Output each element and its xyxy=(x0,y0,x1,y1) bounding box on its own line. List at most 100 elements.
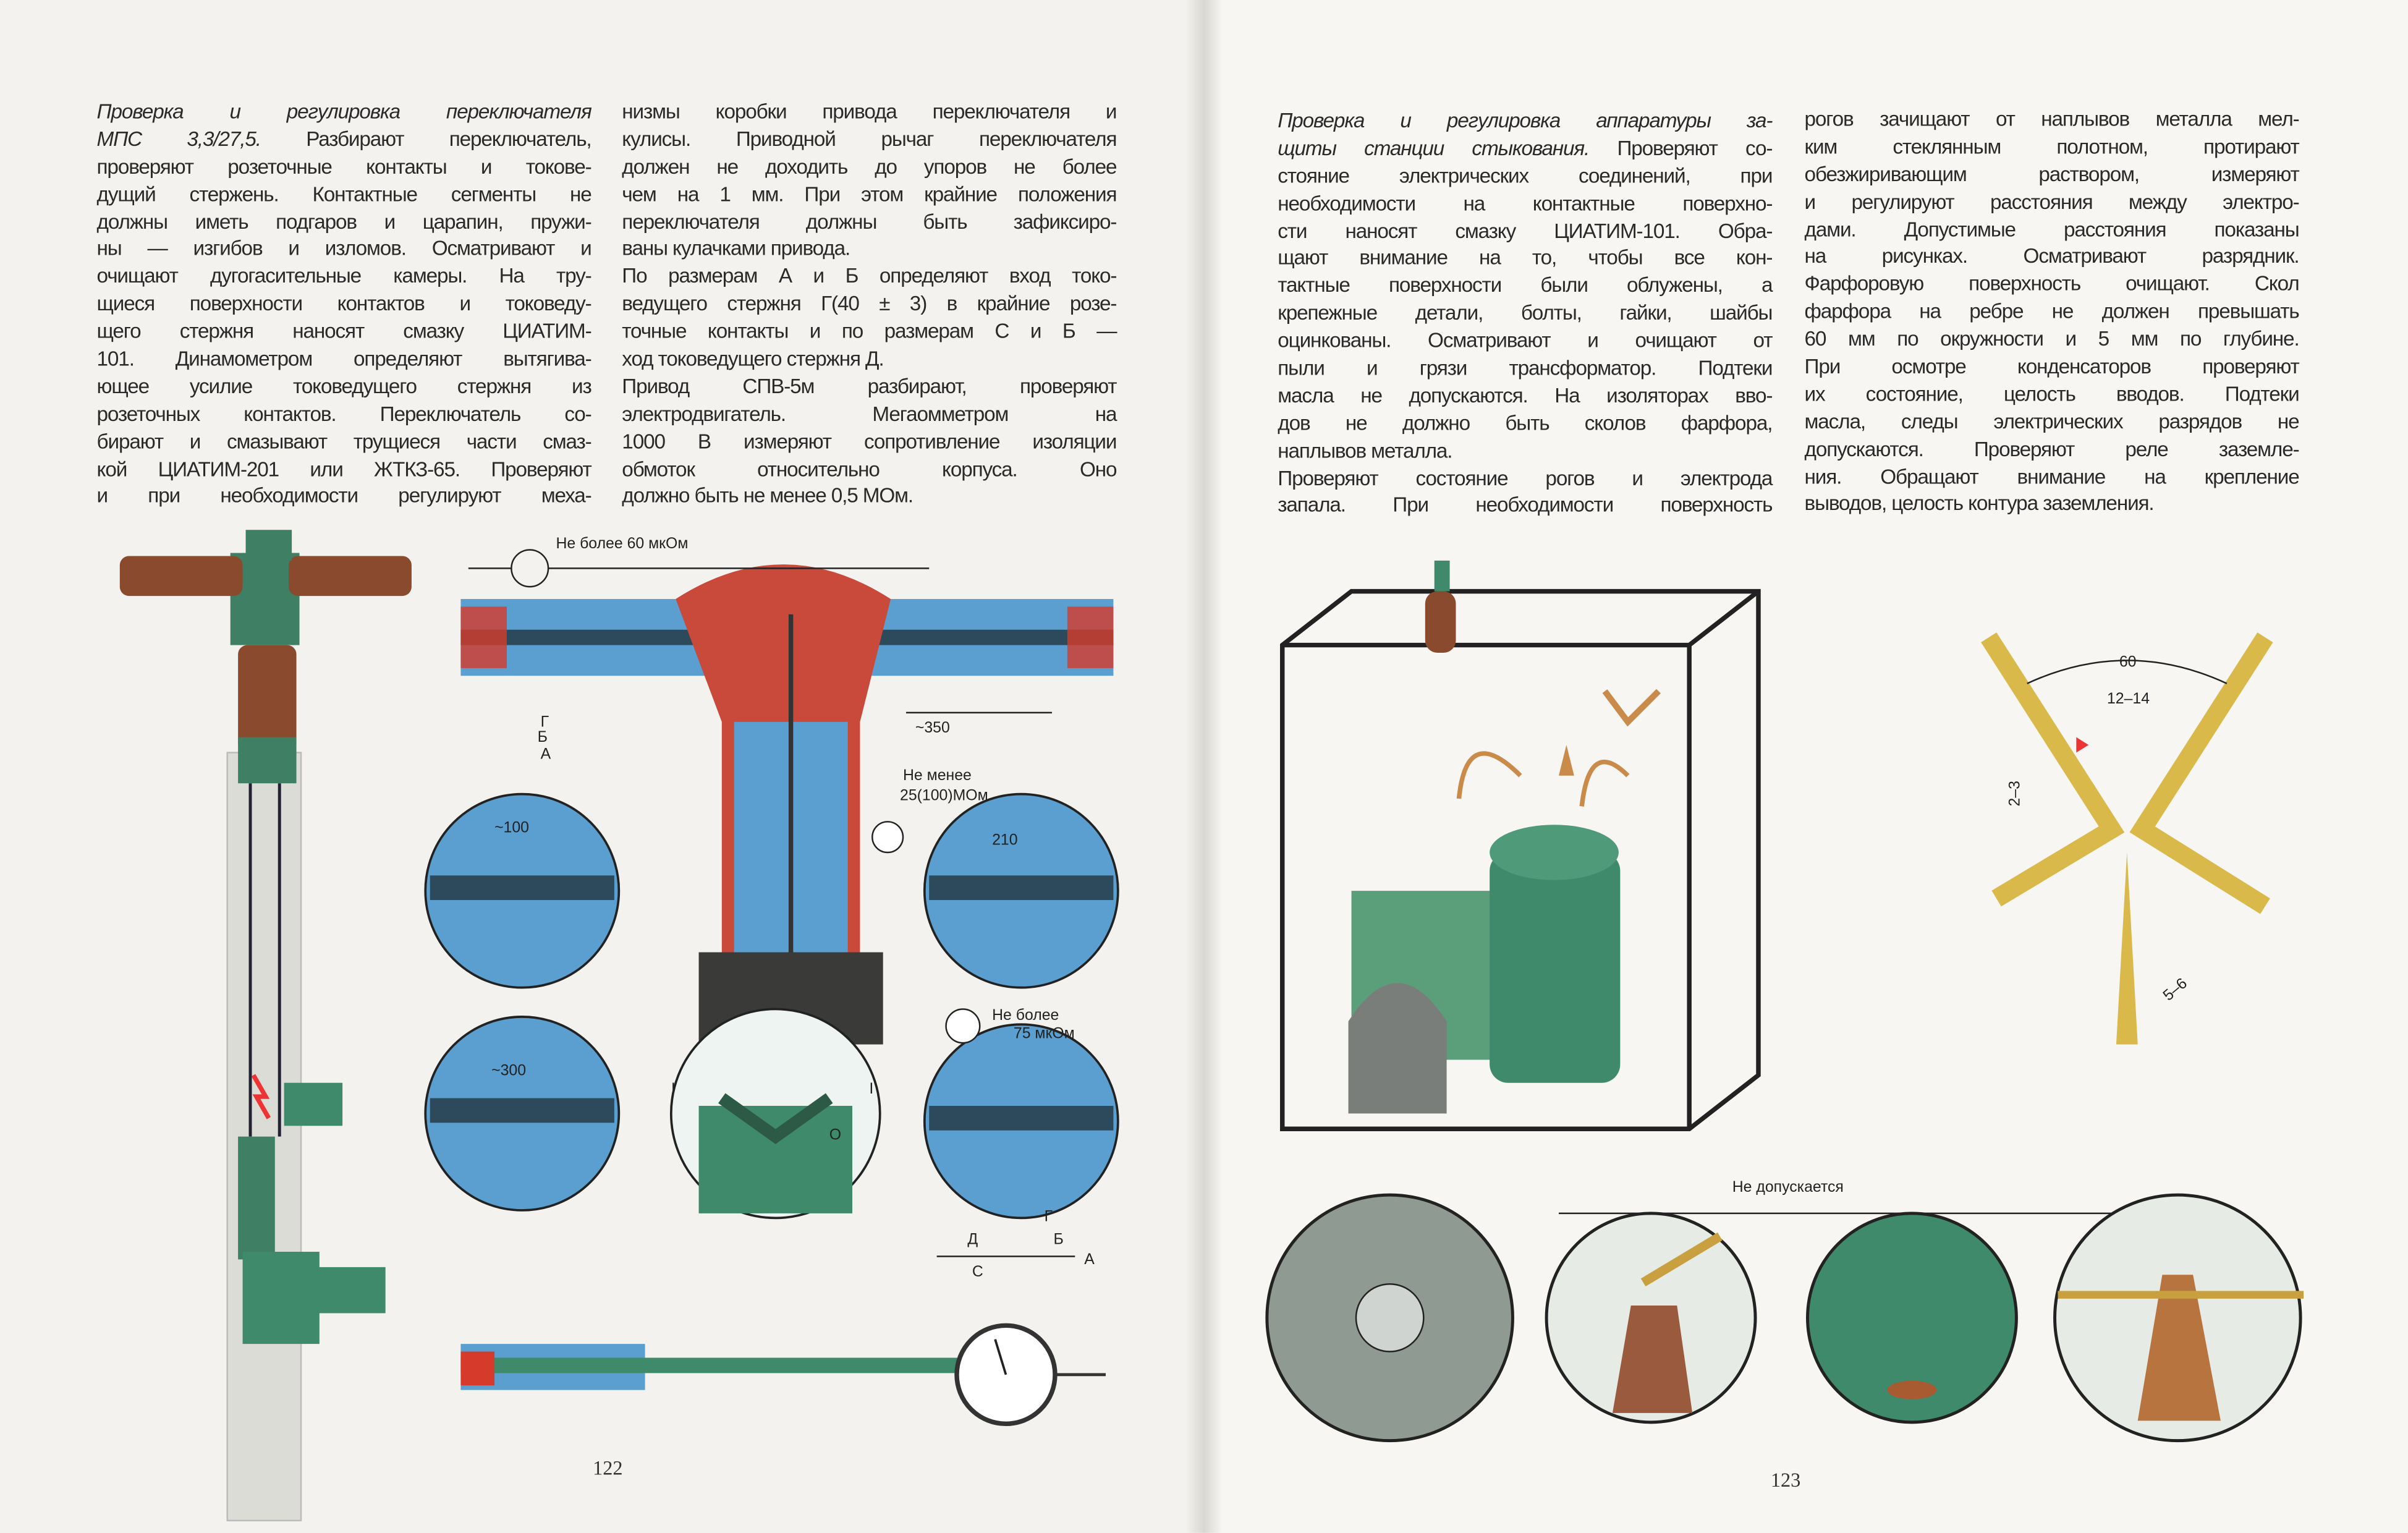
body-text: 1000 В измеряют сопротивление изоляции xyxy=(622,429,1117,453)
text-line: ния. Обращают внимание на крепление xyxy=(1804,463,2300,490)
body-text: должен не доходить до упоров не более xyxy=(622,155,1117,178)
text-line: ющее усилие токоведущего стержня из xyxy=(97,373,592,401)
text-line: на рисунках. Осматривают разрядник. xyxy=(1805,244,2300,271)
body-text: дами. Допустимые расстояния показаны xyxy=(1804,217,2300,241)
body-text: Привод СПВ-5м разбирают, проверяют xyxy=(622,375,1117,398)
dimension-100: ~100 xyxy=(494,820,529,836)
text-line: При осмотре конденсаторов проверяют xyxy=(1805,354,2300,381)
body-text: сти наносят смазку ЦИАТИМ-101. Обра- xyxy=(1278,219,1773,242)
body-text: дущий стержень. Контактные сегменты не xyxy=(96,182,592,206)
body-text: щиеся поверхности контактов и токоведу- xyxy=(96,292,592,315)
text-line: оцинкованы. Осматривают и очищают от xyxy=(1278,328,1773,355)
megohm-label: Не менее xyxy=(903,767,972,784)
text-line: низмы коробки привода переключателя и xyxy=(622,98,1117,125)
body-text: масла не допускаются. На изоляторах вво- xyxy=(1278,383,1773,407)
body-text: ход токоведущего стержня Д. xyxy=(622,347,884,370)
dynamometer-gauge-icon xyxy=(954,1323,1058,1427)
text-line: щают внимание на то, чтобы все кон- xyxy=(1278,245,1773,272)
body-text: масла, следы электрических разрядов не xyxy=(1804,409,2300,433)
body-text: должно быть не менее 0,5 МОм. xyxy=(622,484,914,508)
text-line: и регулируют расстояния между электро- xyxy=(1804,189,2300,216)
text-line: ваны кулачками привода. xyxy=(622,236,1116,263)
horn-gap-diagram: 60 12–14 2–3 5–6 xyxy=(1981,632,2273,1045)
body-text: наплывов металла. xyxy=(1278,438,1452,462)
dim-b2: Б xyxy=(1054,1231,1064,1248)
body-text: стояние электрических соединений, при xyxy=(1278,164,1773,187)
text-line: бирают и смазывают трущиеся части смаз- xyxy=(96,428,592,455)
text-line: сти наносят смазку ЦИАТИМ-101. Обра- xyxy=(1278,218,1773,245)
body-text: необходимости на контактные поверхно- xyxy=(1278,191,1773,215)
body-text: ваны кулачками привода. xyxy=(622,237,850,261)
dynamometer-test-illustration xyxy=(460,1323,1106,1427)
body-text: тактные поверхности были облужены, а xyxy=(1278,274,1773,297)
body-text: ны — изгибов и изломов. Осматривают и xyxy=(96,237,592,261)
text-line: переключателя должны быть зафиксиро- xyxy=(622,208,1117,236)
body-text: дов не должно быть сколов фарфора, xyxy=(1278,411,1773,435)
text-line: фарфора на ребре не должен превышать xyxy=(1805,299,2300,326)
text-line: МПС 3,3/27,5. Разбирают переключатель, xyxy=(96,125,592,153)
text-line: их состояние, целость вводов. Подтеки xyxy=(1805,381,2300,408)
dim-d: Д xyxy=(967,1231,978,1248)
body-text: обмоток относительно корпуса. Оно xyxy=(622,457,1117,480)
text-line: допускаются. Проверяют реле заземле- xyxy=(1804,436,2300,463)
dimension-210: 210 xyxy=(992,832,1017,849)
body-text: ния. Обращают внимание на крепление xyxy=(1804,464,2300,488)
text-line: дами. Допустимые расстояния показаны xyxy=(1804,216,2300,243)
dimension-350: ~350 xyxy=(915,720,950,736)
text-line: пыли и грязи трансформатор. Подтеки xyxy=(1278,355,1773,382)
text-line: кой ЦИАТИМ-201 или ЖТКЗ-65. Проверяют xyxy=(97,456,592,483)
text-line: запала. При необходимости поверхность xyxy=(1278,492,1773,519)
text-line: проверяют розеточные контакты и токове- xyxy=(96,153,592,180)
text-line: должен не доходить до упоров не более xyxy=(622,153,1117,180)
text-line: дов не должно быть сколов фарфора, xyxy=(1278,410,1773,437)
text-line: ведущего стержня Г(40 ± 3) в крайние роз… xyxy=(622,291,1117,318)
body-text: бирают и смазывают трущиеся части смаз- xyxy=(96,429,592,453)
body-text: Проверяют состояние рогов и электрода xyxy=(1278,466,1773,490)
text-line: рогов зачищают от наплывов металла мел- xyxy=(1805,106,2300,133)
text-line: выводов, целость контура заземления. xyxy=(1805,491,2299,518)
body-text: должны иметь подгаров и царапин, пружи- xyxy=(96,210,592,233)
text-line: чем на 1 мм. При этом крайние положения xyxy=(622,180,1117,208)
body-text: переключателя должны быть зафиксиро- xyxy=(622,210,1117,233)
dimension-300: ~300 xyxy=(491,1062,526,1079)
resistance-value-bottom: 75 мкОм xyxy=(1014,1026,1075,1042)
text-line: ны — изгибов и изломов. Осматривают и xyxy=(96,236,592,263)
text-line: дущий стержень. Контактные сегменты не xyxy=(96,180,592,208)
body-text: крепежные детали, болты, гайки, шайбы xyxy=(1278,301,1773,325)
body-text: По размерам А и Б определяют вход токо- xyxy=(622,265,1117,288)
depth-label: 5–6 xyxy=(2160,975,2190,1004)
body-text: кулисы. Приводной рычаг переключателя xyxy=(622,127,1117,151)
text-line: Проверка и регулировка аппаратуры за- xyxy=(1278,108,1773,135)
body-text: допускаются. Проверяют реле заземле- xyxy=(1804,437,2300,461)
switch-pole-illustration xyxy=(119,530,412,1522)
body-text: Разбирают переключатель, xyxy=(260,127,591,151)
text-line: и при необходимости регулируют меха- xyxy=(97,483,592,510)
text-line: ход токоведущего стержня Д. xyxy=(622,346,1116,373)
text-line: Привод СПВ-5м разбирают, проверяют xyxy=(622,373,1117,401)
text-line: По размерам А и Б определяют вход токо- xyxy=(622,263,1117,291)
body-text: проверяют розеточные контакты и токове- xyxy=(96,155,592,178)
switch-cross-section: Не более 60 мкОм ~350 Г Б А Не менее 25(… xyxy=(460,535,1114,1045)
resistance-label-bottom: Не более xyxy=(992,1007,1059,1024)
resistance-label-top: Не более 60 мкОм xyxy=(556,535,688,552)
text-line: обезжиривающим раствором, измеряют xyxy=(1804,161,2300,188)
text-line: кулисы. Приводной рычаг переключателя xyxy=(622,125,1117,153)
text-line: крепежные детали, болты, гайки, шайбы xyxy=(1278,300,1773,327)
text-line: должны иметь подгаров и царапин, пружи- xyxy=(96,208,592,236)
text-line: обмоток относительно корпуса. Оно xyxy=(622,456,1117,483)
page-number-right: 123 xyxy=(1770,1468,1801,1492)
dim-a2: А xyxy=(1084,1251,1095,1268)
text-line: ким стеклянным полотном, протирают xyxy=(1805,134,2300,161)
text-line: масла не допускаются. На изоляторах вво- xyxy=(1278,382,1773,409)
right-text-column-2: рогов зачищают от наплывов металла мел-к… xyxy=(1804,106,2300,518)
italic-heading: Проверка и регулировка аппаратуры за- xyxy=(1278,109,1773,132)
body-text: и регулируют расстояния между электро- xyxy=(1804,190,2300,213)
italic-heading: МПС 3,3/27,5. xyxy=(96,127,261,151)
text-line: стояние электрических соединений, при xyxy=(1278,163,1773,190)
dim-c: С xyxy=(972,1263,983,1280)
body-text: пыли и грязи трансформатор. Подтеки xyxy=(1278,356,1773,380)
body-text: обезжиривающим раствором, измеряют xyxy=(1804,162,2300,186)
